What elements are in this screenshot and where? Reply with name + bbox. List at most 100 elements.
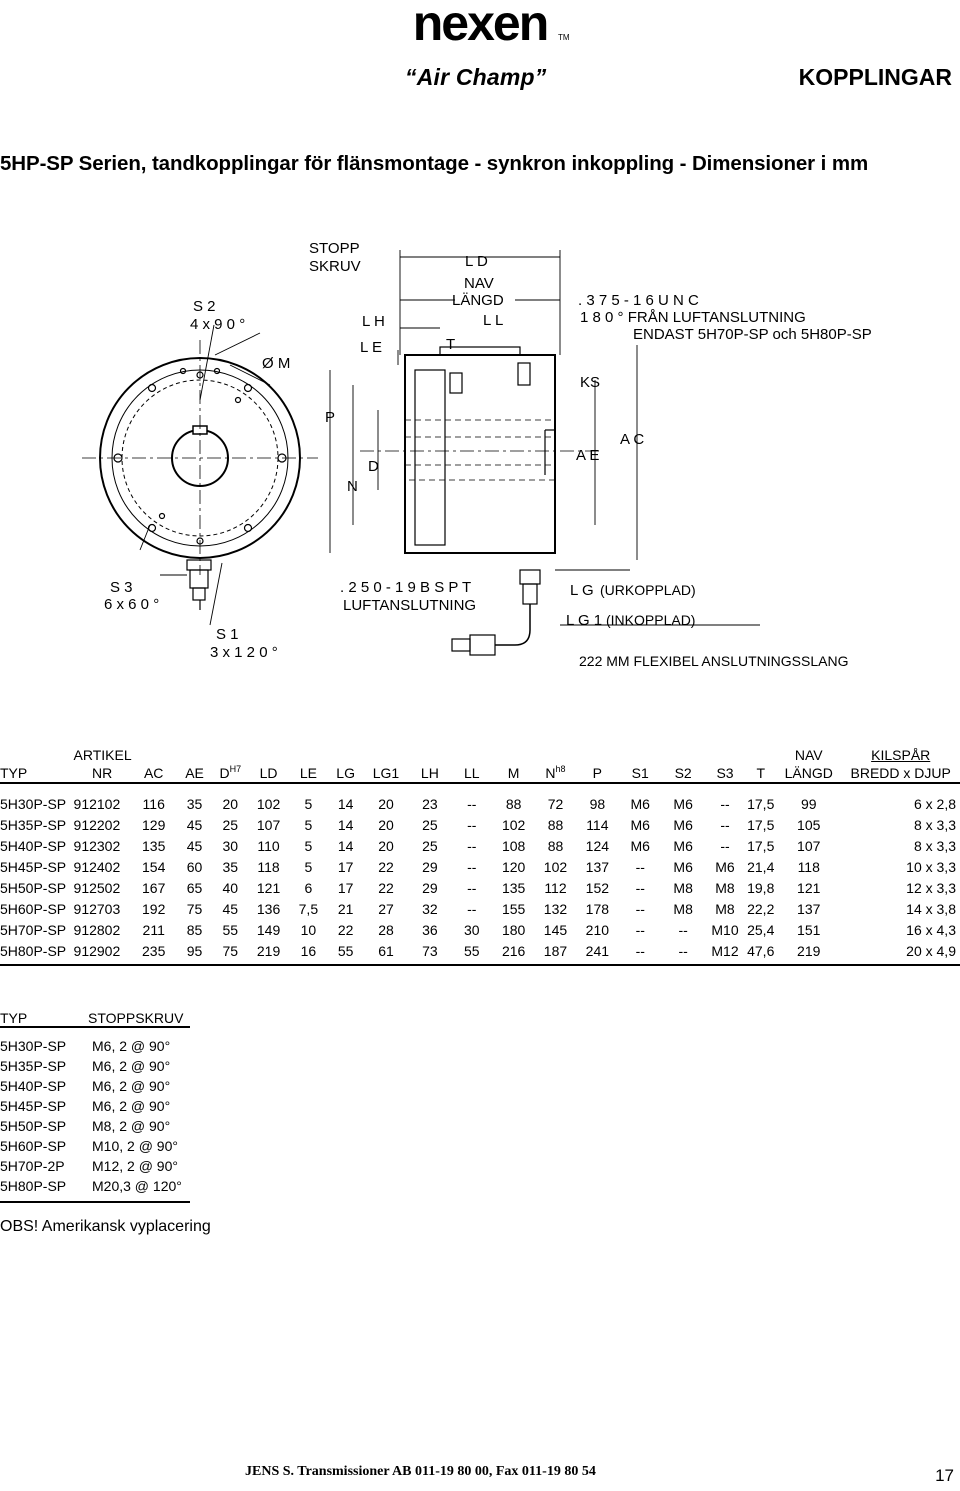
table-cell: -- bbox=[635, 859, 645, 875]
table-cell: 137 bbox=[797, 901, 821, 917]
table-cell: 5H35P-SP bbox=[0, 817, 67, 833]
col-n: N bbox=[545, 765, 556, 781]
table-cell: -- bbox=[467, 838, 477, 854]
table-cell: 61 bbox=[363, 941, 409, 966]
col-n-tolerance: h8 bbox=[555, 764, 566, 774]
table-cell: 20 bbox=[378, 817, 394, 833]
table-cell: 85 bbox=[186, 922, 203, 938]
table-cell: 55 bbox=[222, 922, 239, 938]
table-cell: 6 x 2,8 bbox=[913, 796, 956, 812]
col-d: D bbox=[219, 765, 230, 781]
table-cell: 219 bbox=[248, 941, 289, 966]
table-cell: 35 bbox=[222, 859, 239, 875]
table-cell: 5 bbox=[304, 817, 313, 833]
table-cell: 36 bbox=[422, 922, 438, 938]
table-cell: 73 bbox=[408, 941, 452, 966]
table-cell: 19,8 bbox=[747, 880, 775, 896]
table-cell: 55 bbox=[327, 941, 364, 966]
col-artikel: ARTIKEL bbox=[73, 747, 132, 763]
table-cell: 21 bbox=[337, 901, 354, 917]
dimension-lines bbox=[329, 250, 760, 626]
table-cell: 192 bbox=[142, 901, 166, 917]
table-cell: 14 bbox=[337, 838, 354, 854]
table-cell: 107 bbox=[256, 817, 281, 833]
screw-type-cell: 5H70P-2P bbox=[0, 1158, 65, 1174]
table-cell: 102 bbox=[256, 796, 281, 812]
table-cell: 216 bbox=[492, 941, 536, 966]
label-lg: L G bbox=[570, 582, 594, 599]
table-cell: M10 bbox=[711, 922, 739, 938]
col-le: LE bbox=[288, 742, 328, 784]
table-cell: 22 bbox=[337, 922, 354, 938]
screw-spec-cell: M6, 2 @ 90° bbox=[92, 1058, 171, 1074]
table-cell: 102 bbox=[543, 859, 568, 875]
table-cell: 99 bbox=[800, 796, 817, 812]
table-cell: -- bbox=[467, 880, 477, 896]
table-cell: M6 bbox=[715, 859, 735, 875]
table-cell: 17,5 bbox=[747, 838, 775, 854]
page-title: 5HP-SP Serien, tandkopplingar för flänsm… bbox=[0, 152, 869, 175]
screw-spec-cell: M6, 2 @ 90° bbox=[92, 1098, 171, 1114]
table-cell: 45 bbox=[186, 838, 203, 854]
table-cell: 55 bbox=[451, 941, 493, 966]
table-cell: -- bbox=[635, 880, 645, 896]
table-cell: 912902 bbox=[73, 941, 131, 966]
table-cell: 25 bbox=[422, 838, 438, 854]
label-stopp: STOPP bbox=[309, 240, 360, 257]
label-ks: KS bbox=[580, 374, 600, 391]
table-cell: 151 bbox=[797, 922, 821, 938]
table-cell: 25 bbox=[222, 817, 239, 833]
table-cell: 121 bbox=[797, 880, 821, 896]
table-cell: M6 bbox=[673, 859, 693, 875]
table-cell: 40 bbox=[222, 880, 239, 896]
label-d: D bbox=[368, 458, 379, 475]
col-ae: AE bbox=[176, 742, 213, 784]
table-cell: 116 bbox=[142, 796, 165, 812]
table-cell: 75 bbox=[212, 941, 249, 966]
table-cell: 155 bbox=[501, 901, 526, 917]
table-cell: -- bbox=[618, 941, 662, 966]
table-cell: 210 bbox=[585, 922, 610, 938]
screw-type-cell: 5H50P-SP bbox=[0, 1118, 67, 1134]
table-cell: 23 bbox=[422, 796, 438, 812]
table-cell: 17 bbox=[337, 859, 354, 875]
table-cell: 219 bbox=[776, 941, 842, 966]
col-s1: S1 bbox=[618, 742, 662, 784]
table-cell: 5 bbox=[304, 838, 313, 854]
table-cell: 22 bbox=[378, 880, 394, 896]
table-cell: 88 bbox=[505, 796, 522, 812]
table-cell: 5H40P-SP bbox=[0, 838, 67, 854]
col-ld: LD bbox=[248, 742, 289, 784]
footer-contact: JENS S. Transmissioner AB 011-19 80 00, … bbox=[245, 1464, 596, 1479]
table-cell: 5H30P-SP bbox=[0, 796, 67, 812]
table-cell: 912302 bbox=[73, 838, 121, 854]
label-s2: S 2 bbox=[193, 298, 216, 315]
table-cell: M8 bbox=[673, 901, 693, 917]
col-langd: LÄNGD bbox=[784, 765, 833, 781]
table-cell: 22 bbox=[378, 859, 394, 875]
screw-type-cell: 5H60P-SP bbox=[0, 1138, 67, 1154]
page-number: 17 bbox=[935, 1466, 954, 1485]
table-cell: M6 bbox=[673, 796, 693, 812]
table-cell: 17,5 bbox=[747, 796, 775, 812]
label-s1-angle: 3 x 1 2 0 ° bbox=[210, 644, 278, 661]
table-cell: 137 bbox=[585, 859, 610, 875]
table-cell: -- bbox=[635, 922, 645, 938]
product-line-title: “Air Champ” bbox=[405, 64, 547, 90]
table-cell: 152 bbox=[585, 880, 610, 896]
table-cell: 10 x 3,3 bbox=[906, 859, 956, 875]
table-cell: -- bbox=[720, 817, 730, 833]
table-cell: 28 bbox=[378, 922, 394, 938]
col-bredd-djup: BREDD x DJUP bbox=[850, 765, 951, 781]
table-cell: 14 x 3,8 bbox=[906, 901, 956, 917]
table-cell: 107 bbox=[797, 838, 821, 854]
table-cell: 211 bbox=[142, 922, 165, 938]
table-cell: 154 bbox=[142, 859, 166, 875]
label-port-top-3: ENDAST 5H70P-SP och 5H80P-SP bbox=[633, 326, 872, 343]
table-cell: 112 bbox=[544, 880, 567, 896]
